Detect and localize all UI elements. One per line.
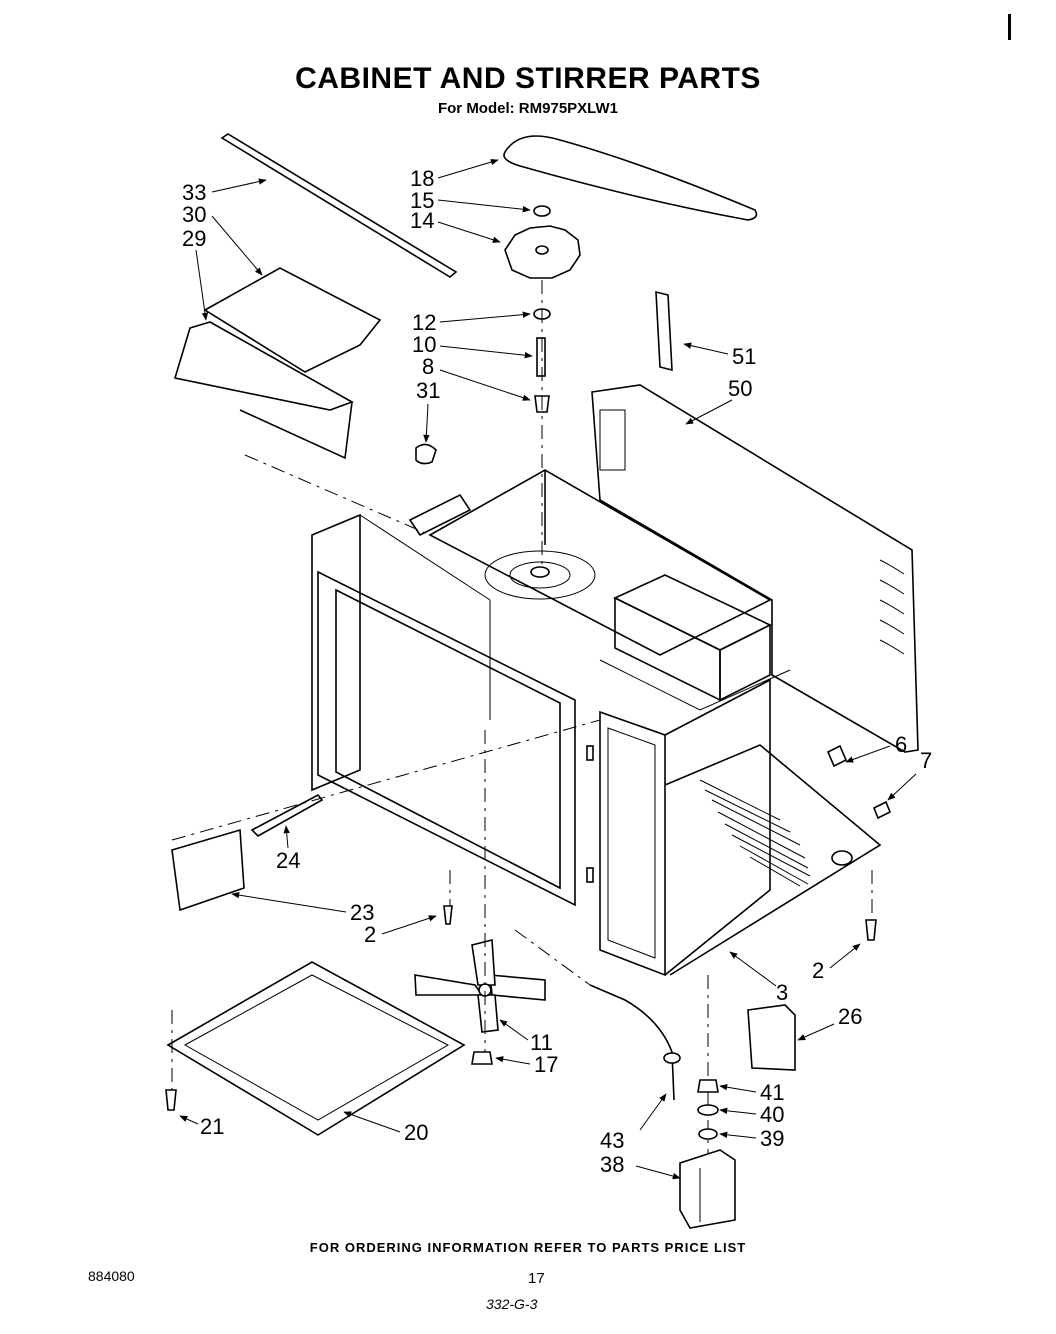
page-title: CABINET AND STIRRER PARTS [295, 62, 761, 95]
latch-stack [679, 975, 736, 1229]
callout-24: 24 [276, 848, 300, 873]
air-duct-30 [203, 267, 382, 373]
callout-41: 41 [760, 1080, 784, 1105]
callout-15: 15 [410, 188, 434, 213]
bracket-26 [747, 1004, 796, 1071]
model-subtitle: For Model: RM975PXLW1 [437, 100, 619, 117]
screw-7 [872, 800, 892, 820]
page-code: 332-G-3 [486, 1296, 538, 1312]
callout-7: 7 [920, 748, 932, 773]
callout-43: 43 [600, 1128, 624, 1153]
base-plate [664, 744, 882, 976]
callout-23: 23 [350, 900, 374, 925]
callout-14: 14 [410, 208, 434, 233]
page-number: 17 [528, 1270, 545, 1287]
screw-2-right [865, 919, 877, 941]
callout-40: 40 [760, 1102, 784, 1127]
page-edge-mark [1008, 14, 1011, 40]
callout-21: 21 [200, 1114, 224, 1139]
stirrer-fan [414, 730, 546, 1065]
probe-cable [589, 984, 675, 1101]
nut-17 [471, 1051, 493, 1065]
callout-20: 20 [404, 1120, 428, 1145]
callout-26: 26 [838, 1004, 862, 1029]
callout-labels: 18 15 14 33 30 29 12 10 8 31 51 50 6 7 2… [179, 159, 932, 1180]
callout-6: 6 [895, 732, 907, 757]
callout-2-left: 2 [364, 922, 376, 947]
callout-29: 29 [182, 226, 206, 251]
callout-2-right: 2 [812, 958, 824, 983]
callout-8: 8 [422, 354, 434, 379]
callout-11: 11 [530, 1030, 553, 1055]
callout-51: 51 [732, 344, 756, 369]
clip-31 [415, 443, 437, 465]
callout-10: 10 [412, 332, 436, 357]
fastener-6 [826, 744, 848, 768]
callout-33: 33 [182, 180, 206, 205]
callout-17: 17 [534, 1052, 558, 1077]
callout-31: 31 [416, 378, 440, 403]
ordering-note: FOR ORDERING INFORMATION REFER TO PARTS … [309, 1240, 747, 1255]
stirrer-belt [503, 135, 758, 221]
electrical-box [599, 574, 791, 711]
document-number: 884080 [88, 1268, 135, 1284]
bracket-51 [655, 290, 673, 372]
gasket-strip [220, 133, 458, 278]
callout-30: 30 [182, 202, 206, 227]
back-panel [591, 384, 919, 753]
callout-38: 38 [600, 1152, 624, 1177]
callout-50: 50 [728, 376, 752, 401]
callout-18: 18 [410, 166, 434, 191]
screw-2-left [443, 905, 453, 925]
callout-12: 12 [412, 310, 436, 335]
bottom-plate [166, 961, 466, 1136]
air-duct-29 [173, 321, 431, 536]
screw-21 [165, 1089, 177, 1111]
side-panel-23 [171, 828, 245, 912]
rail-24 [250, 793, 324, 837]
callout-39: 39 [760, 1126, 784, 1151]
callout-3: 3 [776, 980, 788, 1005]
cabinet-body [311, 469, 772, 977]
stirrer-stack [504, 205, 581, 570]
